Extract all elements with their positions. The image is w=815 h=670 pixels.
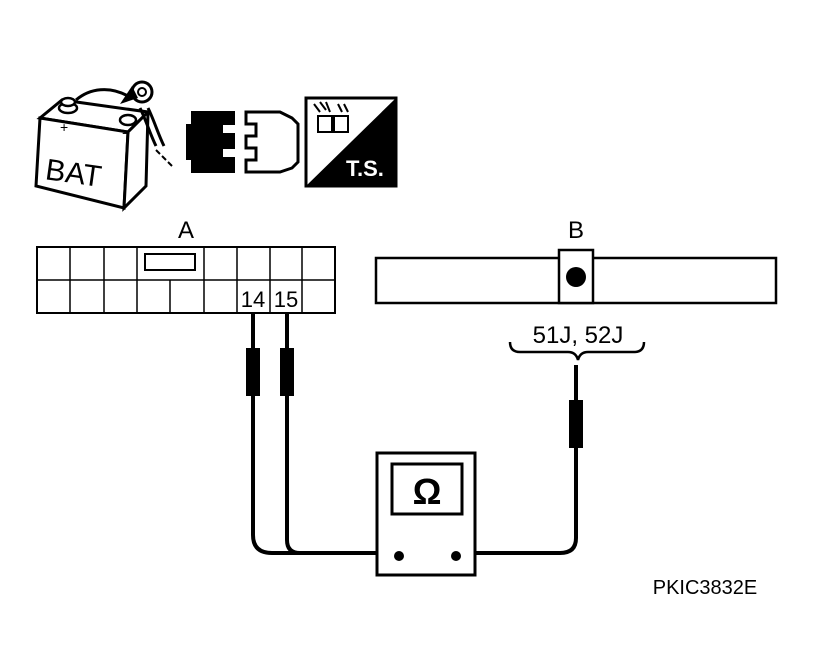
connector-b: [374, 248, 778, 305]
connector-a: [36, 246, 336, 314]
connector-b-terminals-label: 51J, 52J: [533, 322, 624, 349]
svg-text:−: −: [122, 125, 130, 141]
connector-a-label: A: [178, 217, 194, 244]
ohmmeter-icon: [375, 451, 477, 577]
terminal-15-label: 15: [274, 287, 298, 312]
tester-label: T.S.: [346, 156, 384, 181]
connector-b-label: B: [568, 217, 584, 244]
connector-disconnected-icon: [186, 110, 300, 174]
terminal-14-label: 14: [241, 287, 265, 312]
terminals-brace: [508, 341, 646, 361]
ohm-symbol: Ω: [413, 471, 442, 512]
connector-b-terminal: [566, 267, 586, 287]
battery-label: BAT: [43, 153, 103, 193]
probe-handle-b: [569, 400, 583, 448]
probe-handle-15: [280, 348, 294, 396]
battery-icon: + − BAT: [34, 80, 173, 212]
tester-icon: T.S.: [304, 96, 398, 188]
svg-text:+: +: [60, 119, 68, 135]
probe-wires: [251, 313, 578, 555]
figure-code: PKIC3832E: [653, 577, 758, 599]
probe-handle-14: [246, 348, 260, 396]
